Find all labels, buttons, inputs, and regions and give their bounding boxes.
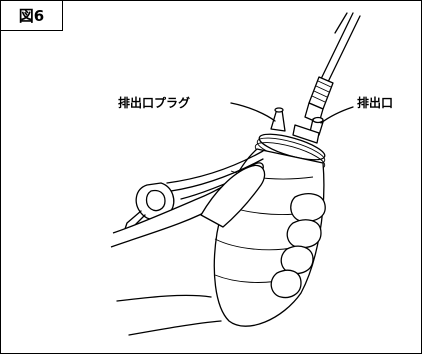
figure-number-tag: 図6 [1,1,63,31]
threaded-connector [304,76,334,124]
callout-drain-port: 排出口 [357,96,394,110]
drain-plug [270,107,286,132]
leader-line-drain-port [320,106,354,124]
device-strap [124,150,264,230]
leader-line-drain-plug [230,102,276,122]
hand [110,162,326,336]
callout-drain-plug: 排出口プラグ [118,96,191,110]
callout-leader-lines [230,102,354,124]
device-shaft [320,12,361,83]
